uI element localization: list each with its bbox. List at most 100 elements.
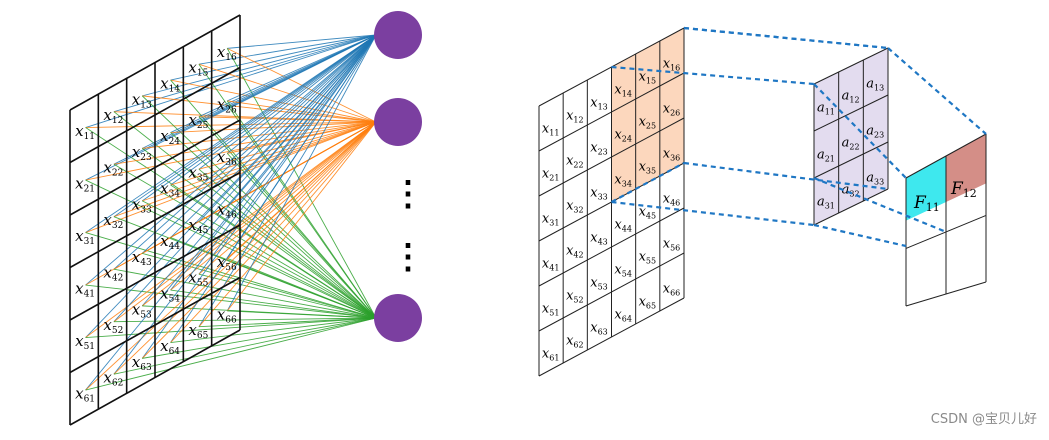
- connection-line: [85, 34, 377, 286]
- conv-input-label: x54: [614, 262, 632, 278]
- conv-input-label: x12: [566, 108, 584, 124]
- connection-line: [198, 168, 377, 319]
- conv-input-label: x44: [614, 217, 632, 233]
- highlight-cell: [659, 118, 684, 176]
- connection-line: [227, 257, 377, 319]
- highlight-cell: [611, 144, 636, 202]
- connection-line: [198, 34, 377, 275]
- input-label: x36: [217, 148, 237, 168]
- kernel-grid: [813, 47, 889, 226]
- connection-line: [226, 153, 377, 319]
- conv-input-label: x62: [566, 333, 584, 349]
- connection-lines: [85, 34, 377, 391]
- input-label: x54: [160, 285, 180, 305]
- connection-line: [113, 121, 377, 218]
- input-label: x15: [188, 59, 208, 79]
- connection-line: [170, 121, 377, 291]
- projection-line: [813, 223, 907, 248]
- neuron-circle: [374, 11, 422, 59]
- projection-line: [813, 176, 947, 233]
- highlight-cell: [635, 131, 660, 189]
- connection-line: [85, 317, 377, 338]
- connection-line: [141, 95, 377, 319]
- input-label: x63: [132, 353, 152, 373]
- connection-line: [141, 34, 377, 254]
- connection-line: [226, 100, 377, 319]
- connection-line: [170, 34, 377, 343]
- connection-line: [170, 34, 377, 238]
- connection-line: [226, 34, 377, 312]
- conv-input-label: x51: [542, 301, 560, 317]
- connection-line: [226, 121, 377, 312]
- conv-input-label: x11: [542, 121, 560, 137]
- conv-input-label: x56: [663, 236, 681, 252]
- grid-row-line: [813, 94, 889, 132]
- kernel-fill: [814, 48, 888, 225]
- connection-line: [141, 34, 377, 359]
- grid-row-line: [813, 141, 889, 179]
- ellipsis-glyph: ⋮: [391, 174, 425, 214]
- connection-line: [113, 268, 377, 319]
- highlight-cell: [635, 86, 660, 144]
- input-label: x23: [132, 143, 152, 163]
- input-label: x12: [103, 106, 123, 126]
- conv-input-label: x21: [542, 166, 560, 182]
- connection-line: [85, 121, 377, 391]
- connection-line: [113, 34, 377, 323]
- connection-line: [227, 34, 377, 102]
- projection-line: [611, 65, 815, 86]
- connection-line: [141, 34, 377, 202]
- projection-line: [813, 83, 907, 179]
- input-label: x61: [75, 385, 95, 405]
- connection-line: [85, 232, 377, 319]
- connection-line: [142, 34, 377, 97]
- connection-line: [198, 121, 377, 328]
- connection-line: [170, 317, 377, 343]
- input-label: x66: [217, 305, 237, 325]
- conv-input-label: x42: [566, 243, 584, 259]
- conv-input-label: x22: [566, 153, 584, 169]
- output-cell-f11: [906, 156, 946, 221]
- conv-input-label: x31: [542, 211, 560, 227]
- connection-line: [227, 34, 377, 49]
- connection-line: [113, 34, 377, 218]
- connection-line: [141, 34, 377, 307]
- highlight-cell: [611, 99, 636, 157]
- input-label: x42: [103, 264, 123, 284]
- input-label: x16: [217, 43, 237, 63]
- input-label: x14: [160, 75, 180, 95]
- projection-line: [887, 47, 987, 135]
- neuron-circle: [374, 294, 422, 342]
- connection-line: [85, 284, 377, 319]
- input-label: x56: [217, 253, 237, 273]
- connection-line: [226, 34, 377, 154]
- conv-input-label: x53: [590, 275, 608, 291]
- connection-line: [198, 273, 377, 319]
- projection-line: [610, 162, 685, 203]
- input-label: x45: [188, 216, 208, 236]
- neuron-circle: [374, 98, 422, 146]
- input-label: x35: [188, 164, 208, 184]
- connection-line: [113, 317, 377, 375]
- input-label: x55: [188, 269, 208, 289]
- input-label: x52: [103, 316, 123, 336]
- conv-input-label: x64: [614, 307, 632, 323]
- ellipsis-glyph: ⋮: [391, 237, 425, 277]
- input-label: x13: [132, 90, 152, 110]
- input-label: x46: [217, 200, 237, 220]
- conv-input-label: x23: [590, 140, 608, 156]
- connection-line: [170, 121, 377, 343]
- input-label: x65: [188, 321, 208, 341]
- input-label: x62: [103, 369, 123, 389]
- connection-line: [141, 121, 377, 307]
- watermark: CSDN @宝贝儿好: [930, 412, 1037, 427]
- projection-lines: [610, 26, 987, 248]
- conv-input-label: x55: [639, 249, 657, 265]
- connection-line: [198, 317, 377, 328]
- connection-line: [170, 34, 377, 186]
- connection-line: [85, 179, 377, 319]
- connection-line: [113, 111, 377, 319]
